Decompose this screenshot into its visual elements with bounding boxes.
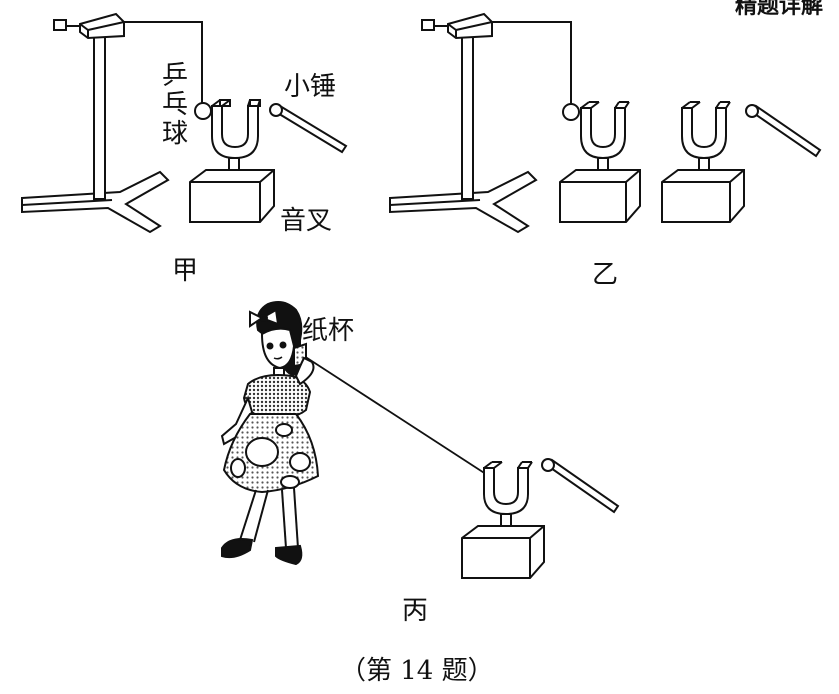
panel-bing (220, 301, 620, 579)
label-paper-cup: 纸杯 (302, 316, 355, 346)
tuning-fork-jia (211, 99, 261, 175)
stand-base (389, 170, 538, 234)
pendulum-string (492, 21, 572, 104)
corner-header-text: 精题详解 (734, 0, 823, 19)
pendulum-string (124, 21, 203, 103)
cup-string (303, 355, 493, 479)
stand-pole (461, 35, 474, 200)
stand-clamp (53, 12, 125, 40)
resonance-box-yi-left (559, 169, 641, 223)
resonance-box-jia (189, 169, 275, 223)
panel-label-yi: 乙 (592, 260, 619, 290)
tuning-fork-yi-left (580, 101, 630, 175)
ping-pong-ball (562, 103, 580, 121)
ping-pong-ball (194, 102, 212, 120)
resonance-box-bing (461, 525, 545, 579)
label-small-hammer: 小锤 (284, 72, 337, 102)
panel-jia (21, 12, 348, 234)
resonance-box-yi-right (661, 169, 745, 223)
label-tuning-fork: 音叉 (280, 206, 333, 236)
figure-caption: （第 14 题） (340, 656, 494, 686)
girl-figure (220, 301, 320, 566)
stand-pole (93, 35, 106, 200)
panel-label-jia: 甲 (172, 256, 199, 286)
small-hammer-yi (745, 104, 822, 158)
tuning-fork-bing (483, 461, 533, 531)
label-ping-pong-ball: 乒乓球 (161, 61, 188, 150)
stand-base (21, 170, 170, 234)
panel-yi (389, 12, 822, 234)
small-hammer-jia (269, 103, 348, 154)
small-hammer-bing (541, 458, 620, 514)
tuning-fork-yi-right (681, 101, 731, 175)
stand-clamp (421, 12, 493, 40)
panel-label-bing: 丙 (402, 596, 429, 626)
